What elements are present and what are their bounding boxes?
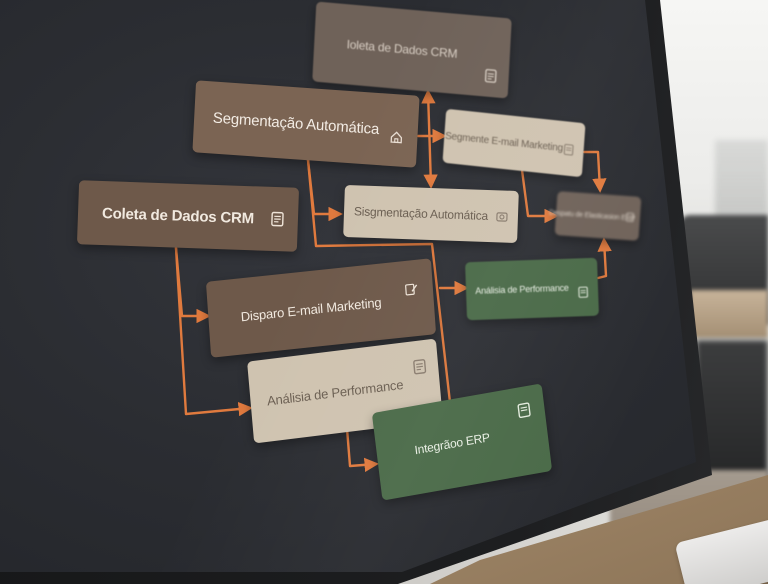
node-label: Segmentação Automática <box>212 109 380 138</box>
house-icon <box>390 131 403 144</box>
connector-analise-to-despaches <box>596 237 612 280</box>
node-label: Análisia de Performance <box>266 376 404 409</box>
node-integracao-erp[interactable]: Integrãoo ERP <box>371 383 553 501</box>
node-disparo-email[interactable]: Disparo E-mail Marketing <box>205 258 437 358</box>
node-analise-green[interactable]: Análisia de Performance <box>465 257 599 321</box>
node-label: Disparo E-mail Marketing <box>240 294 382 324</box>
node-label: Coleta de Dados CRM <box>101 204 255 227</box>
document-icon <box>484 68 497 83</box>
document-icon <box>563 143 574 156</box>
node-label: Despatu de Elasticasion ERP <box>548 209 636 223</box>
connector-segmentacao-to-integracao <box>306 158 458 423</box>
document-icon <box>413 359 427 375</box>
node-segmentacao-top[interactable]: Segmentação Automática <box>192 80 420 168</box>
connector-segmente-right <box>582 150 607 193</box>
document-icon <box>271 211 284 227</box>
node-segmente-email[interactable]: Segmente E-mail Marketing <box>442 108 586 178</box>
camera-icon <box>496 212 508 222</box>
node-label: Ioleta de Dados CRM <box>346 37 458 61</box>
connector-analise-to-integracao <box>344 414 379 473</box>
node-despaches-erp[interactable]: Despatu de Elasticasion ERP <box>549 191 642 241</box>
node-label: Sisgmentação Automática <box>353 204 489 223</box>
node-coleta-left[interactable]: Coleta de Dados CRM <box>76 180 300 252</box>
node-label: Integrãoo ERP <box>413 430 491 458</box>
node-label: Análisia de Performance <box>475 282 569 296</box>
connector-coleta-to-analise <box>174 246 253 417</box>
document-icon <box>517 402 531 419</box>
background-side-table <box>690 290 768 338</box>
document-icon <box>626 212 634 222</box>
connector-coleta-to-disparo <box>174 246 211 324</box>
node-coleta-top[interactable]: Ioleta de Dados CRM <box>312 1 512 99</box>
connector-segmente-to-despaches <box>520 168 559 224</box>
edit-icon <box>405 283 418 296</box>
node-sisgmentacao[interactable]: Sisgmentação Automática <box>343 184 519 244</box>
node-analise-beige[interactable]: Análisia de Performance <box>247 338 443 444</box>
connector-top-to-sisgmentacao <box>421 89 438 189</box>
node-label: Segmente E-mail Marketing <box>444 130 564 154</box>
document-icon <box>578 286 588 298</box>
